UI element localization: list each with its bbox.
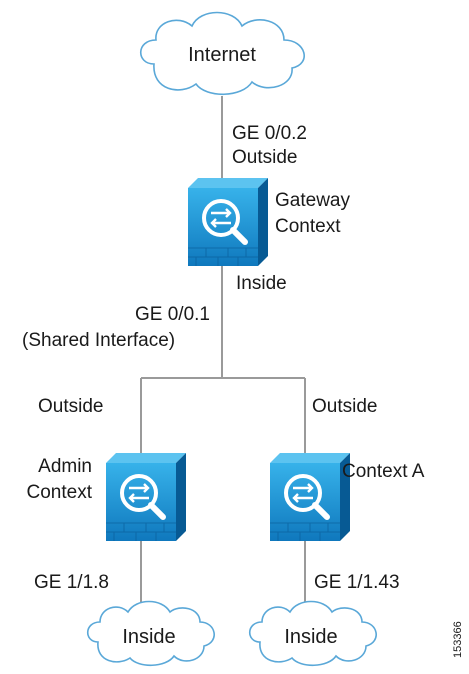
admin-outside-label: Outside	[38, 396, 104, 417]
inside-cloud-right-label: Inside	[284, 626, 338, 648]
admin-context-label-line2: Context	[26, 482, 92, 503]
top-outside-label: Outside	[232, 147, 298, 168]
firewall-icon	[106, 453, 186, 541]
admin-context-label-line1: Admin	[38, 456, 92, 477]
cloud-icon	[248, 600, 377, 667]
context-a-interface-label: GE 1/1.43	[314, 572, 400, 593]
cloud-icon	[86, 600, 215, 667]
gateway-context-label-line2: Context	[275, 216, 341, 237]
admin-interface-label: GE 1/1.8	[34, 572, 109, 593]
cloud-icon	[139, 11, 305, 95]
shared-interface-label: GE 0/0.1	[135, 304, 210, 325]
top-interface-label: GE 0/0.2	[232, 123, 307, 144]
connector-lines	[140, 96, 306, 610]
figure-id: 153366	[452, 621, 464, 658]
context-a-label: Context A	[342, 461, 425, 482]
firewall-icon	[270, 453, 350, 541]
internet-cloud-label: Internet	[188, 44, 256, 66]
context-a-outside-label: Outside	[312, 396, 378, 417]
shared-interface-note: (Shared Interface)	[22, 330, 176, 351]
gateway-context-label-line1: Gateway	[275, 190, 350, 211]
inside-cloud-left-label: Inside	[122, 626, 176, 648]
gateway-inside-label: Inside	[236, 273, 287, 294]
firewall-icon	[188, 178, 268, 266]
